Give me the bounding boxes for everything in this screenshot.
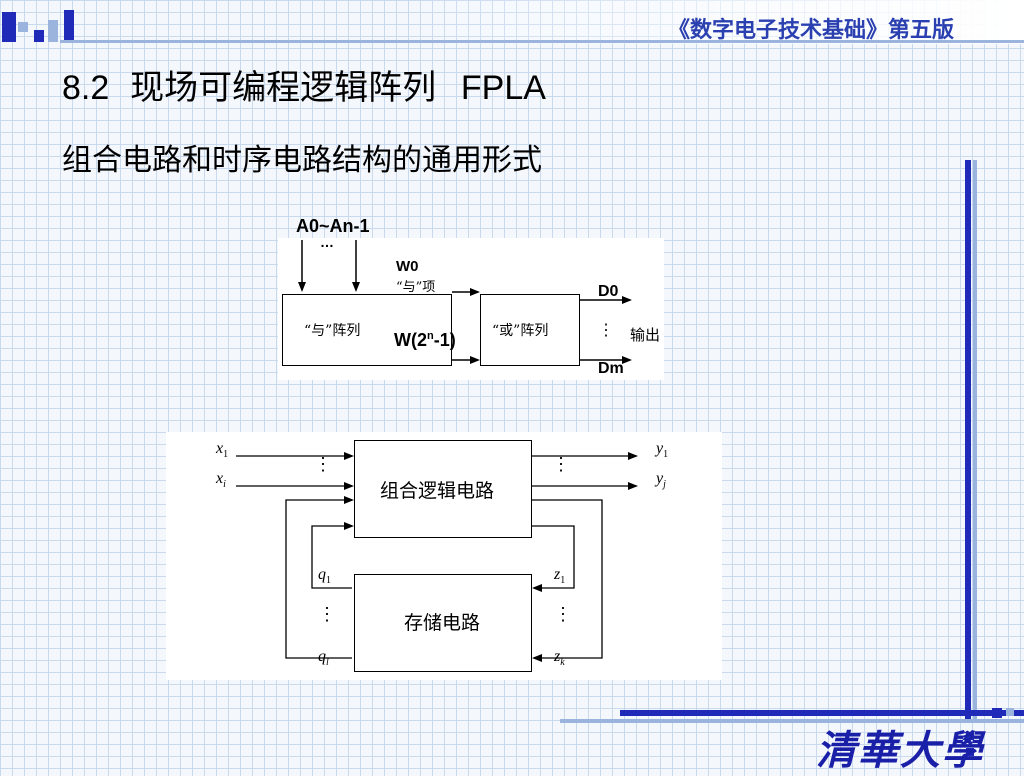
dm-label: Dm bbox=[598, 360, 624, 377]
label-q1: q1 bbox=[318, 566, 331, 586]
y1-var: y bbox=[656, 440, 664, 457]
y1-sub: 1 bbox=[663, 449, 669, 461]
combinational-logic-label: 组合逻辑电路 bbox=[380, 480, 495, 502]
section-title: 现场可编程逻辑阵列 bbox=[130, 68, 437, 108]
fpla-diagram-area: “与”阵列 “或”阵列 A0~An-1 … W0 “与”项 W(2n-1) D0… bbox=[270, 210, 670, 385]
state-vdots: ⋮ bbox=[318, 604, 336, 625]
bottom-accent-bar-light bbox=[560, 719, 1024, 723]
storage-circuit-box bbox=[354, 574, 532, 672]
sequential-circuit-diagram: 组合逻辑电路 存储电路 x1 ⋮ xi y1 ⋮ yj q1 ⋮ ql z1 ⋮… bbox=[166, 432, 722, 680]
label-yj: yj bbox=[656, 470, 666, 490]
header-band bbox=[0, 0, 1024, 44]
section-number: 8.2 bbox=[62, 69, 110, 107]
output-label: 输出 bbox=[630, 326, 661, 344]
tsinghua-logo: 清華大學 bbox=[816, 727, 984, 774]
and-term-label: “与”项 bbox=[396, 280, 436, 295]
q1-sub: 1 bbox=[326, 575, 331, 587]
ql-sub: l bbox=[326, 657, 329, 669]
or-array-box bbox=[480, 294, 580, 366]
corner-squares-bottom-right bbox=[966, 708, 1024, 768]
input-dots: … bbox=[320, 234, 334, 250]
x1-sub: 1 bbox=[223, 449, 229, 461]
fpla-wires bbox=[298, 240, 632, 364]
d0-label: D0 bbox=[598, 283, 619, 300]
combinational-logic-box bbox=[354, 440, 532, 538]
label-y1: y1 bbox=[656, 440, 668, 460]
x1-var: x bbox=[216, 440, 224, 457]
w-last-label: W(2n-1) bbox=[394, 330, 456, 351]
drive-vdots: ⋮ bbox=[554, 604, 572, 625]
w0-label: W0 bbox=[396, 258, 419, 275]
label-ql: ql bbox=[318, 648, 329, 668]
label-zk: zk bbox=[554, 648, 565, 668]
xi-sub: i bbox=[223, 479, 226, 491]
and-array-label: “与”阵列 bbox=[304, 323, 361, 339]
subtitle: 组合电路和时序电路结构的通用形式 bbox=[62, 143, 542, 178]
yj-sub: j bbox=[663, 479, 666, 491]
or-array-label: “或”阵列 bbox=[492, 323, 549, 339]
section-abbr: FPLA bbox=[460, 69, 546, 107]
book-title: 《数字电子技术基础》第五版 bbox=[667, 17, 954, 43]
q1-var: q bbox=[318, 566, 326, 583]
w-last-sup: n bbox=[427, 330, 434, 342]
output-dots: ⋮ bbox=[598, 322, 614, 339]
label-x1: x1 bbox=[216, 440, 228, 460]
and-array-box bbox=[282, 294, 452, 366]
right-accent-bar-light bbox=[973, 160, 977, 720]
w-last-prefix: W(2 bbox=[394, 330, 427, 350]
zk-var: z bbox=[554, 648, 561, 665]
ql-var: q bbox=[318, 648, 326, 665]
zk-sub: k bbox=[560, 657, 565, 669]
page-title: 8.2 现场可编程逻辑阵列 FPLA bbox=[62, 60, 546, 109]
output-vdots: ⋮ bbox=[552, 454, 570, 475]
input-vdots: ⋮ bbox=[314, 454, 332, 475]
sequential-wires bbox=[236, 452, 638, 662]
input-label: A0~An-1 bbox=[296, 216, 370, 236]
header-rule bbox=[60, 40, 1024, 43]
yj-var: y bbox=[656, 470, 664, 487]
label-xi: xi bbox=[216, 470, 226, 490]
label-z1: z1 bbox=[554, 566, 565, 586]
right-accent-bar bbox=[965, 160, 971, 720]
xi-var: x bbox=[216, 470, 224, 487]
z1-sub: 1 bbox=[560, 575, 566, 587]
z1-var: z bbox=[554, 566, 561, 583]
w-last-suffix: -1) bbox=[433, 330, 456, 350]
bottom-accent-bar bbox=[620, 710, 1024, 716]
storage-circuit-label: 存储电路 bbox=[404, 612, 481, 634]
